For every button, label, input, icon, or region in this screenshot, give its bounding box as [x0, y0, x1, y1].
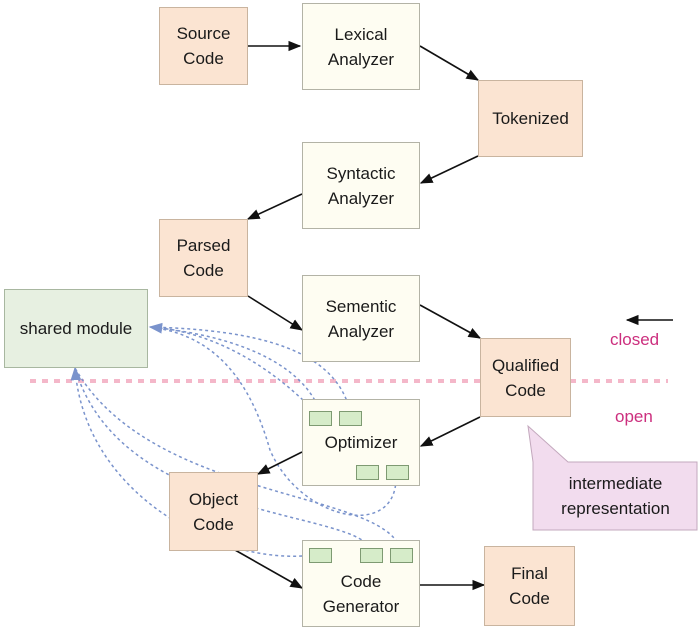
code-generator-label-line2: Generator — [322, 596, 400, 616]
tokenized-box: Tokenized — [478, 80, 583, 157]
open-label: open — [615, 407, 653, 426]
parsed-code-label-line1: Parsed — [176, 236, 231, 255]
sementic-analyzer-label-line2: Analyzer — [327, 321, 395, 341]
closed-label: closed — [610, 330, 660, 349]
lexical-analyzer-label-line2: Analyzer — [327, 49, 395, 69]
dependency-line — [148, 322, 321, 412]
dependency-lines — [70, 322, 401, 557]
shared-module-label: shared module — [19, 319, 133, 338]
source-code-box: Source Code — [159, 7, 248, 85]
generator-module-chip — [360, 548, 383, 563]
generator-module-chip — [390, 548, 413, 563]
sementic-analyzer-label-line1: Sementic — [325, 296, 397, 316]
dependency-line — [74, 367, 401, 549]
sementic-analyzer-box: Sementic Analyzer — [302, 275, 420, 362]
lexical-analyzer-label-line1: Lexical — [334, 24, 388, 44]
generator-module-chip — [309, 548, 332, 563]
final-code-label-line1: Final — [511, 564, 548, 583]
arrow-parsed-to-sementic — [247, 295, 304, 331]
callout-text-line1: intermediate — [568, 474, 663, 493]
optimizer-label: Optimizer — [324, 433, 398, 452]
syntactic-analyzer-box: Syntactic Analyzer — [302, 142, 420, 229]
parsed-code-label-line2: Code — [183, 261, 224, 280]
syntactic-analyzer-label-line2: Analyzer — [327, 188, 395, 208]
optimizer-module-chip — [356, 465, 379, 480]
arrow-lexical-to-tokenized — [419, 45, 480, 81]
dependency-line — [149, 326, 351, 412]
dependency-line — [149, 326, 397, 516]
syntactic-analyzer-label-line1: Syntactic — [326, 163, 396, 183]
qualified-code-box: Qualified Code — [480, 338, 571, 417]
object-code-box: Object Code — [169, 472, 258, 551]
optimizer-module-chip — [386, 465, 409, 480]
code-generator-label-line1: Code — [340, 571, 382, 591]
optimizer-module-chip — [339, 411, 362, 426]
arrow-syntactic-to-parsed — [246, 193, 303, 220]
intermediate-representation-callout-shape — [527, 424, 698, 531]
tokenized-label: Tokenized — [492, 109, 569, 128]
arrow-qualified-to-optimizer — [419, 416, 481, 447]
dependency-line — [149, 326, 368, 480]
qualified-code-label-line1: Qualified — [491, 355, 560, 375]
lexical-analyzer-box: Lexical Analyzer — [302, 3, 420, 90]
final-code-label-line2: Code — [509, 589, 550, 608]
callout-text-line2: representation — [561, 499, 670, 518]
final-code-box: Final Code — [484, 546, 575, 626]
dependency-line — [70, 366, 321, 557]
shared-module-box: shared module — [4, 289, 148, 368]
parsed-code-box: Parsed Code — [159, 219, 248, 297]
qualified-code-label-line2: Code — [505, 380, 546, 400]
intermediate-representation-callout: intermediate representation — [534, 462, 697, 530]
dependency-line — [74, 367, 371, 549]
object-code-label-line2: Code — [193, 514, 234, 534]
arrow-tokenized-to-syntactic — [419, 155, 479, 184]
optimizer-module-chip — [309, 411, 332, 426]
source-code-label-line2: Code — [183, 49, 224, 68]
source-code-label-line1: Source — [176, 24, 231, 43]
arrow-optimizer-to-object — [256, 451, 303, 475]
arrow-object-to-generator — [234, 549, 304, 589]
object-code-label-line1: Object — [188, 489, 239, 509]
arrow-sementic-to-qualified — [419, 304, 482, 339]
